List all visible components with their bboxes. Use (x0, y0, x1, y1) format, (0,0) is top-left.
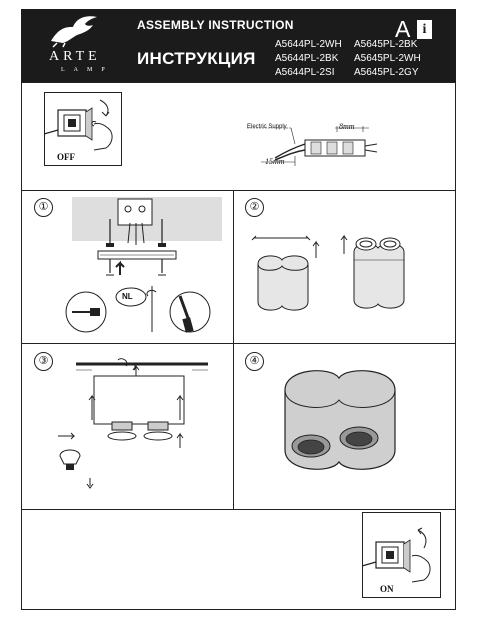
model-code: A5645PL-2GY (354, 67, 419, 78)
divider (233, 190, 234, 509)
dim-15mm: 15mm (265, 157, 285, 166)
electric-supply-label: Electric Supply (247, 124, 287, 130)
finished-lamp-diagram (284, 370, 396, 470)
arte-griffin-icon (51, 16, 97, 48)
divider (21, 190, 456, 191)
model-code: A5645PL-2WH (354, 53, 421, 64)
nl-label: NL (122, 292, 133, 301)
info-book-icon: i (417, 20, 432, 39)
divider (21, 343, 456, 344)
title-russian: ИНСТРУКЦИЯ (137, 49, 256, 68)
divider (21, 509, 456, 510)
mounting-diagram (76, 358, 208, 448)
nl-badge (115, 287, 147, 307)
switch-off-panel (44, 92, 122, 166)
on-label: ON (380, 584, 394, 594)
step-3-marker: ③ (34, 352, 53, 371)
wire-strip-icon (247, 126, 378, 166)
model-code: A5644PL-2WH (275, 39, 342, 50)
info-letter: A (395, 16, 411, 42)
lamp-bulb-icon (58, 432, 94, 489)
instruction-frame (21, 82, 456, 610)
switch-on-panel (362, 512, 441, 598)
title-english: ASSEMBLY INSTRUCTION (137, 18, 294, 32)
ceiling-mount-diagram (72, 197, 222, 276)
housing-diagram (251, 234, 405, 311)
model-code: A5644PL-2BK (275, 53, 339, 64)
dim-8mm: 8mm (339, 122, 355, 131)
screwdriver-icon (65, 286, 211, 333)
brand-name: ARTE (49, 49, 101, 64)
header-banner: ARTE LAMP ASSEMBLY INSTRUCTION ИНСТРУКЦИ… (21, 9, 456, 82)
switch-hand-icon (43, 99, 113, 151)
off-label: OFF (57, 152, 75, 162)
brand-subtitle: LAMP (61, 67, 114, 73)
step-4-marker: ④ (245, 352, 264, 371)
step-1-marker: ① (34, 198, 53, 217)
model-code: A5645PL-2BK (354, 39, 418, 50)
switch-hand-icon (361, 527, 431, 583)
step-2-marker: ② (245, 198, 264, 217)
model-code: A5644PL-2SI (275, 67, 335, 78)
